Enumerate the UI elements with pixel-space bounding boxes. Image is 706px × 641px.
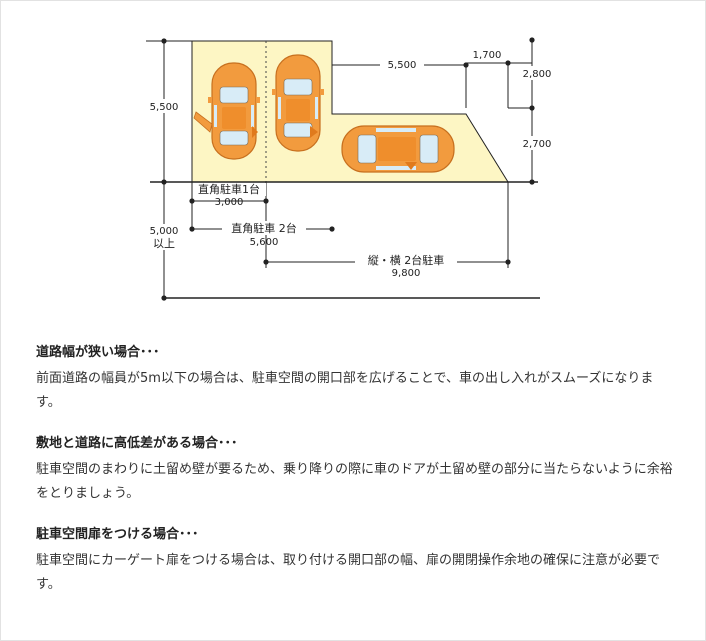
- parking-layout-diagram: 5,500 5,000 以上 5,500 1,700 2,800 2,700 直…: [140, 37, 554, 301]
- car-icon: [207, 62, 261, 160]
- car-icon: [341, 125, 455, 173]
- note-title: 敷地と道路に高低差がある場合･･･: [36, 436, 238, 451]
- car-icon: [271, 54, 325, 152]
- label-right-angle-2: 直角駐車 2台: [231, 221, 297, 235]
- note-body: 駐車空間にカーゲート扉をつける場合は、取り付ける開口部の幅、扉の開閉操作余地の確…: [36, 553, 661, 592]
- dim-5000-label: 5,000: [150, 226, 179, 237]
- dim-2700: 2,700: [523, 139, 552, 150]
- dim-5000-minimum-label: 以上: [153, 237, 175, 250]
- note-body: 前面道路の幅員が5m以下の場合は、駐車空間の開口部を広げることで、車の出し入れが…: [36, 371, 654, 410]
- dim-9800: 9,800: [392, 268, 421, 279]
- arrow-icon: [405, 162, 417, 170]
- arrow-icon: [252, 126, 258, 138]
- dim-3000: 3,000: [215, 197, 244, 208]
- dim-1700: 1,700: [473, 50, 502, 61]
- note-title: 駐車空間扉をつける場合･･･: [36, 527, 199, 542]
- note-body: 駐車空間のまわりに土留め壁が要るため、乗り降りの際に車のドアが土留め壁の部分に当…: [36, 462, 673, 501]
- note-narrow-road: 道路幅が狭い場合･･･ 前面道路の幅員が5m以下の場合は、駐車空間の開口部を広げ…: [36, 343, 676, 415]
- dim-5500-left: 5,500: [150, 102, 179, 113]
- label-parallel-2: 縦・横 2台駐車: [368, 253, 445, 267]
- note-gate-door: 駐車空間扉をつける場合･･･ 駐車空間にカーゲート扉をつける場合は、取り付ける開…: [36, 525, 676, 597]
- label-right-angle-1: 直角駐車1台: [198, 182, 260, 196]
- note-title: 道路幅が狭い場合･･･: [36, 345, 160, 360]
- door-arrow-icon: [193, 111, 213, 133]
- note-height-difference: 敷地と道路に高低差がある場合･･･ 駐車空間のまわりに土留め壁が要るため、乗り降…: [36, 434, 676, 506]
- notes-section: 道路幅が狭い場合･･･ 前面道路の幅員が5m以下の場合は、駐車空間の開口部を広げ…: [36, 343, 676, 616]
- dim-5500-top: 5,500: [388, 60, 417, 71]
- arrow-icon: [310, 126, 318, 138]
- dim-2800: 2,800: [523, 69, 552, 80]
- dim-5600: 5,600: [250, 237, 279, 248]
